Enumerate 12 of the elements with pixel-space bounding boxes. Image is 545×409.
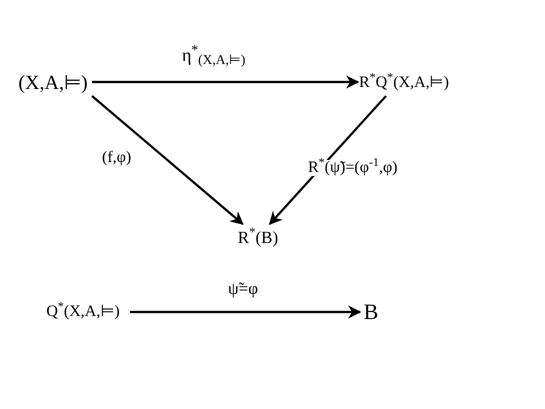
arrow [268, 95, 387, 225]
arrow [91, 95, 244, 225]
edge-label: (f,φ) [100, 150, 134, 166]
math-term: (X,A,⊨) [16, 70, 90, 96]
edge-label: R$^{*}$(ψ̃)=(φ$^{-1}$,φ) [306, 160, 400, 176]
arrow [130, 305, 362, 319]
arrow [92, 75, 360, 89]
math-term: B [360, 298, 382, 326]
edge-label: ψ̃=φ [226, 280, 260, 297]
math-term: R$^{*}$(B) [228, 224, 288, 250]
math-term: R$^{*}$Q$^{*}$(X,A,⊨) [358, 70, 450, 96]
math-term: Q$^{*}$(X,A,⊨) [38, 299, 128, 325]
